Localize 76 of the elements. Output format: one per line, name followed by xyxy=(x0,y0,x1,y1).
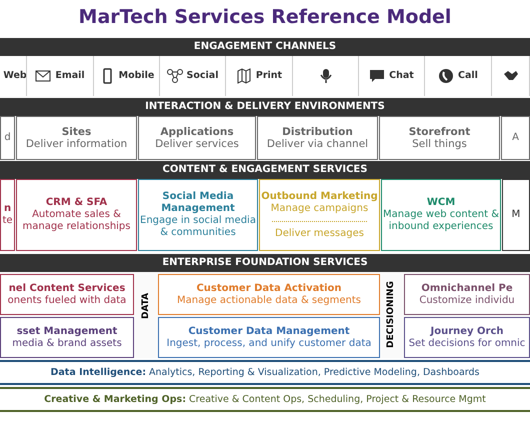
service-title: M xyxy=(512,209,520,221)
service-title: nel Content Services xyxy=(8,282,126,294)
service-box xyxy=(158,317,380,358)
service-title: Journey Orch xyxy=(430,326,504,338)
service-description: onents fueled with data xyxy=(8,294,126,306)
service-title: Social Media Management xyxy=(160,191,236,215)
service-description: Ingest, process, and unify customer data xyxy=(166,338,372,350)
service-box xyxy=(0,179,15,251)
service-box xyxy=(0,116,15,160)
service-box xyxy=(501,116,530,160)
service-box xyxy=(379,116,500,160)
capability-text: Creative & Marketing Ops: Creative & Content Ops, Scheduling, Project & Resource Mgmt xyxy=(44,394,486,405)
section-panel xyxy=(0,161,530,251)
service-description: Manage actionable data & segments xyxy=(176,294,362,306)
section-header: INTERACTION & DELIVERY ENVIRONMENTS xyxy=(0,98,530,116)
section-panel xyxy=(0,38,530,98)
service-description: Deliver services xyxy=(155,138,239,150)
channel-cell xyxy=(492,56,530,96)
service-title: Omnichannel Pe xyxy=(421,282,513,294)
service-title: Distribution xyxy=(282,126,353,138)
service-title: Customer Data Activation xyxy=(196,282,342,294)
service-box xyxy=(0,317,134,358)
section-panel xyxy=(0,254,530,358)
service-title: sset Management xyxy=(16,326,118,338)
channel-label: Mobile xyxy=(118,70,154,82)
service-box xyxy=(259,179,380,251)
service-box xyxy=(16,179,137,251)
service-title: Customer Data Management xyxy=(188,326,350,338)
service-description: te xyxy=(2,215,13,227)
service-box xyxy=(138,179,258,251)
section-panel xyxy=(0,98,530,160)
service-description: Automate sales & manage relationships xyxy=(21,209,132,233)
service-title: Outbound Marketing xyxy=(261,190,378,202)
section-header: ENTERPRISE FOUNDATION SERVICES xyxy=(0,254,530,272)
service-title: n xyxy=(4,203,12,215)
service-box xyxy=(16,116,137,160)
service-description: Set decisions for omnic xyxy=(408,338,526,350)
capability-text: Data Intelligence: Analytics, Reporting & Visualization, Predictive Modeling, Dashboards xyxy=(50,367,480,378)
channel-label: Web xyxy=(3,70,26,82)
service-title: Storefront xyxy=(408,126,470,138)
channel-label: Print xyxy=(256,70,282,82)
service-description: Manage campaigns xyxy=(270,202,368,214)
service-title: A xyxy=(512,132,519,144)
channel-label: Chat xyxy=(389,70,414,82)
service-description: Manage web content & inbound experiences xyxy=(382,209,500,233)
service-title: d xyxy=(4,132,11,144)
vertical-group-label: DECISIONING xyxy=(386,280,396,350)
channel-label: Social xyxy=(186,70,218,82)
service-description: Deliver messages xyxy=(275,228,364,240)
service-description: Deliver via channel xyxy=(266,138,368,150)
service-box xyxy=(404,317,530,358)
capability-bar xyxy=(0,387,530,412)
service-title: WCM xyxy=(426,197,456,209)
service-description: media & brand assets xyxy=(12,338,122,350)
vertical-group-label: DATA xyxy=(141,292,151,322)
service-description: Engage in social media & communities xyxy=(139,215,257,239)
channel-label: Email xyxy=(55,70,85,82)
channel-cell xyxy=(0,56,27,96)
section-header: ENGAGEMENT CHANNELS xyxy=(0,38,530,56)
service-box xyxy=(0,274,134,315)
title: MarTech Services Reference Model xyxy=(78,6,452,28)
service-box xyxy=(381,179,501,251)
service-box xyxy=(404,274,530,315)
section-header: CONTENT & ENGAGEMENT SERVICES xyxy=(0,161,530,179)
service-description: Sell things xyxy=(412,138,467,150)
service-box xyxy=(502,179,530,251)
service-box xyxy=(138,116,256,160)
capability-bar xyxy=(0,360,530,385)
service-title: Sites xyxy=(62,126,92,138)
channel-label: Call xyxy=(458,70,478,82)
service-description: Deliver information xyxy=(26,138,128,150)
service-title: CRM & SFA xyxy=(46,197,108,209)
service-box xyxy=(257,116,378,160)
service-description: Customize individu xyxy=(419,294,515,306)
service-box xyxy=(158,274,380,315)
service-title: Applications xyxy=(160,126,234,138)
